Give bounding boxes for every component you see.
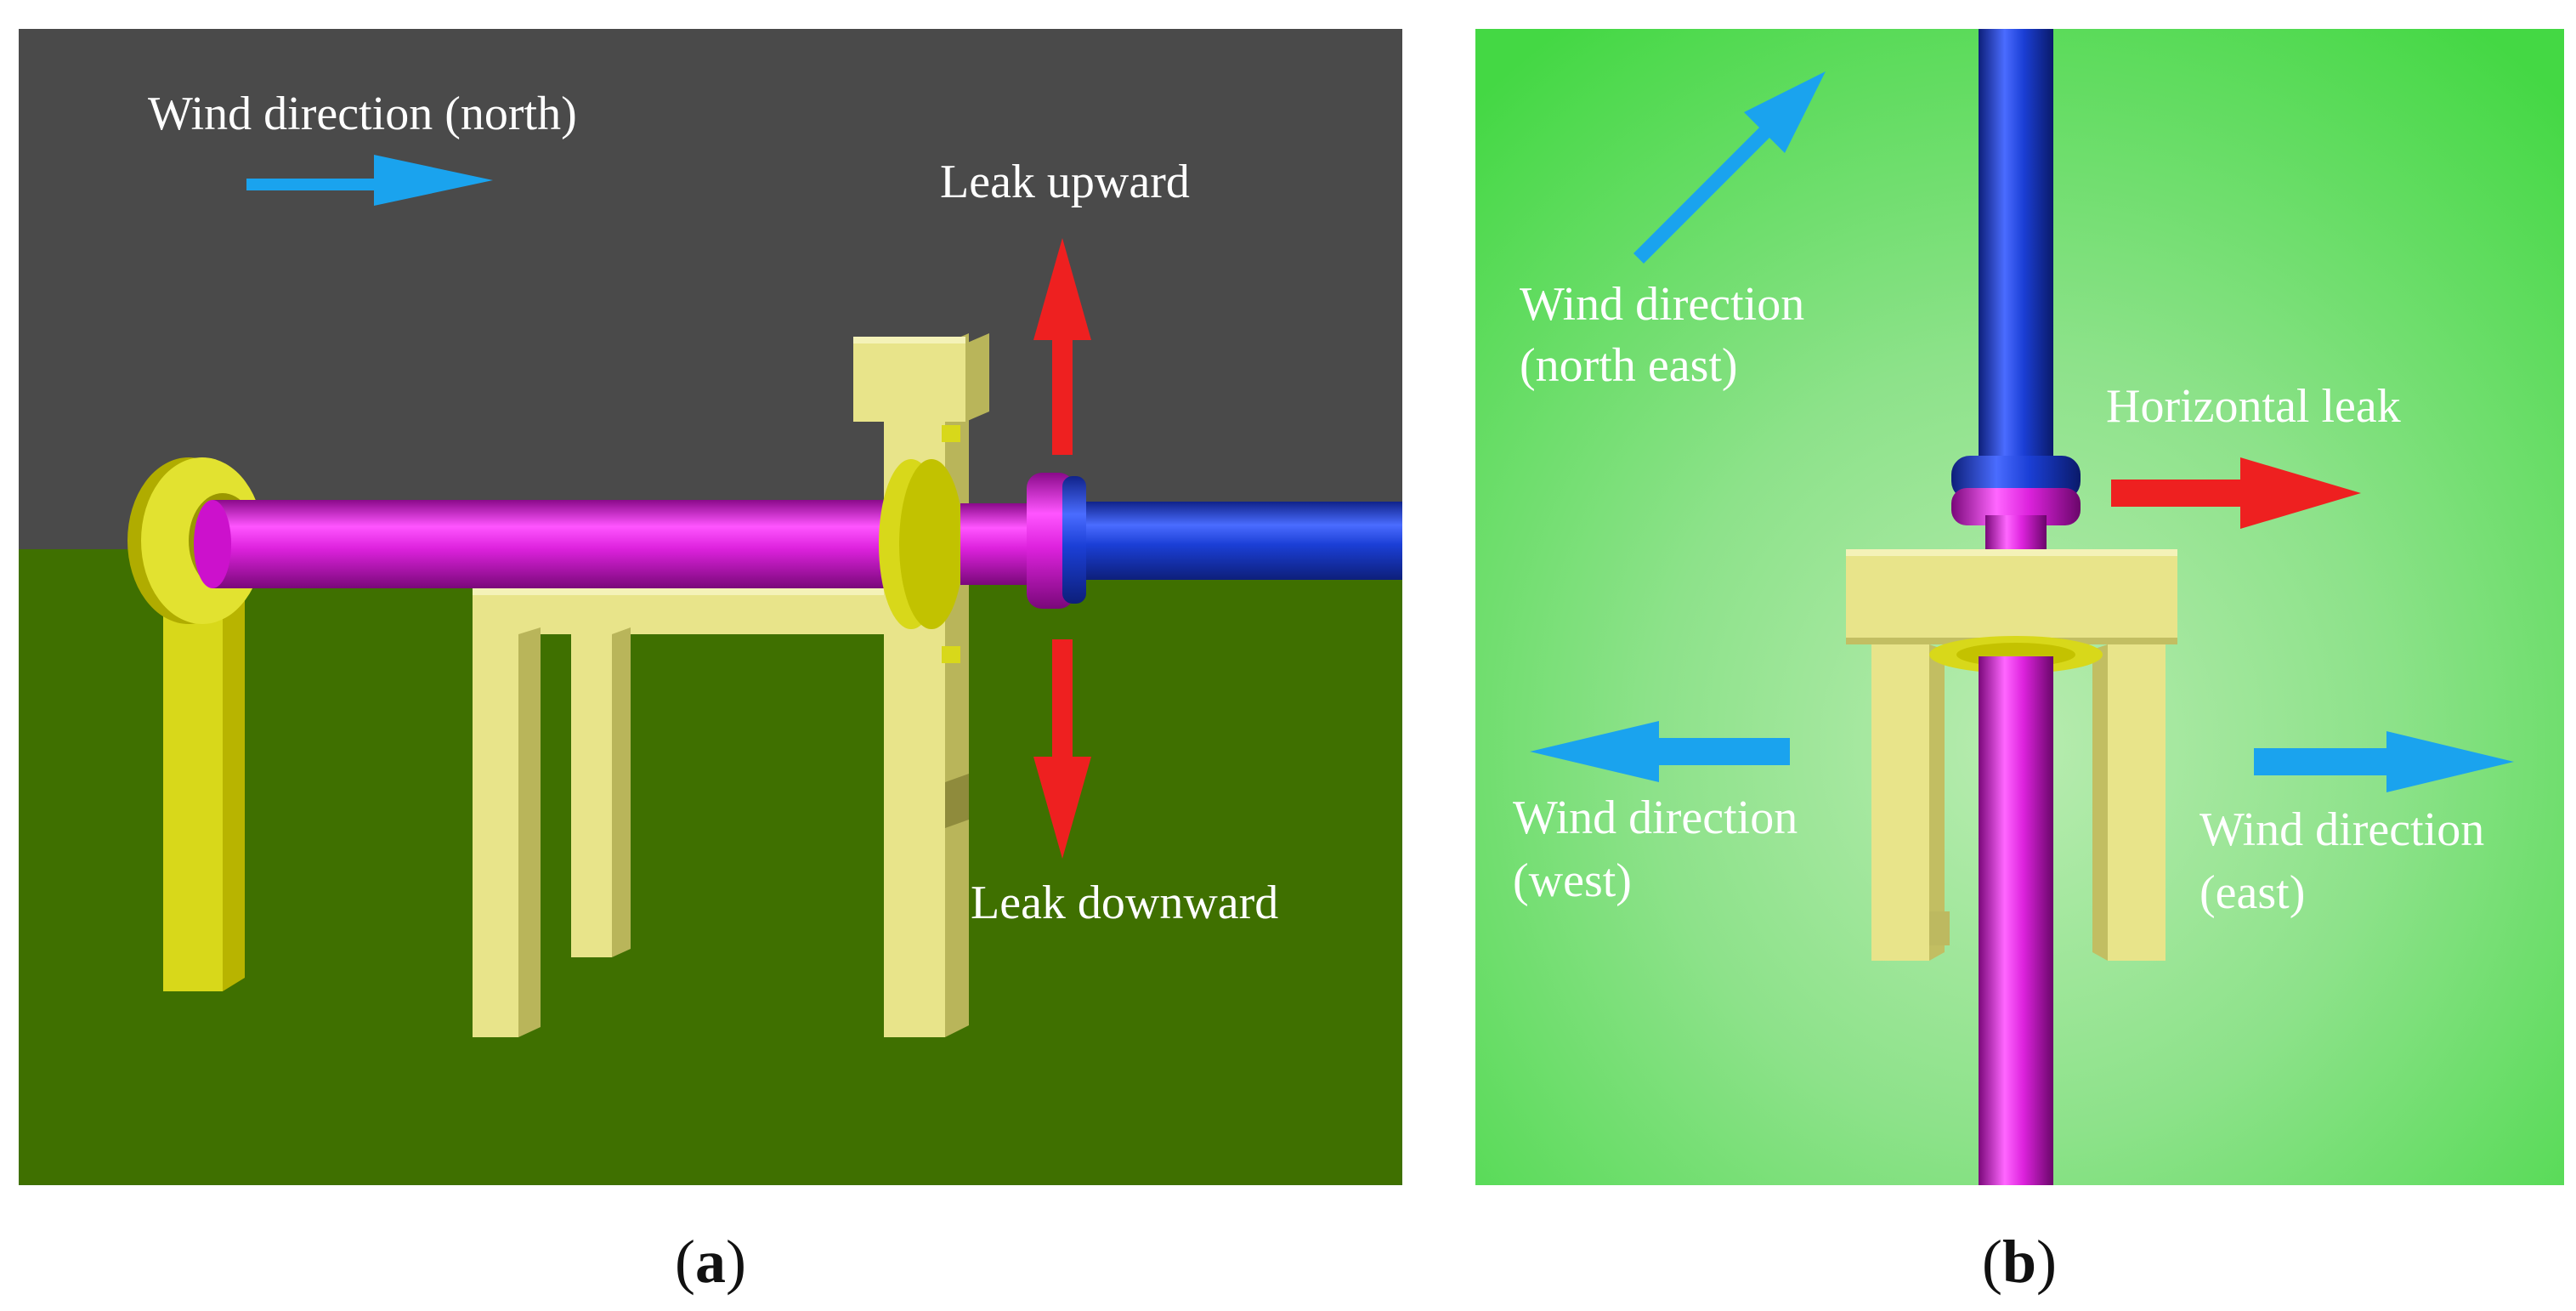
right-support [853, 333, 989, 1037]
label-wind-ne-1: Wind direction [1520, 278, 1804, 331]
panel-a: Wind direction (north) Leak upward Leak … [19, 29, 1402, 1185]
panel-a-ground [19, 549, 1402, 1185]
wind-arrow-north [246, 155, 493, 206]
panel-b: Wind direction (north east) Horizontal l… [1475, 29, 2564, 1185]
wind-arrow-north-east [1633, 71, 1826, 264]
wind-arrow-east [2254, 731, 2514, 792]
label-wind-north: Wind direction (north) [148, 88, 577, 140]
label-leak-down: Leak downward [971, 877, 1278, 929]
magenta-stub-a [960, 503, 1028, 585]
label-wind-west-2: (west) [1513, 854, 1632, 907]
caption-a-letter: a [695, 1228, 726, 1296]
label-wind-west-1: Wind direction [1513, 792, 1798, 844]
blue-pipe-b [1979, 29, 2053, 471]
leak-down-arrow [1033, 639, 1091, 859]
wind-arrow-west [1530, 721, 1790, 782]
coupling-ring-b [1951, 456, 2081, 525]
label-wind-east-2: (east) [2200, 866, 2305, 919]
label-wind-east-1: Wind direction [2200, 803, 2484, 856]
coupling-ring-a [1027, 473, 1086, 609]
caption-b-letter: b [2002, 1228, 2036, 1296]
label-leak-up: Leak upward [940, 156, 1190, 208]
caption-a: (a) [675, 1228, 746, 1296]
support-b [1846, 549, 2177, 961]
label-wind-ne-2: (north east) [1520, 339, 1738, 392]
caption-b: (b) [1982, 1228, 2057, 1296]
magenta-pipe-b [1979, 656, 2053, 1185]
magenta-stub-b [1985, 515, 2047, 551]
label-horizontal-leak: Horizontal leak [2106, 380, 2401, 433]
magenta-pipe-a [194, 500, 884, 588]
middle-support [473, 588, 892, 1037]
horizontal-leak-arrow [2111, 457, 2361, 529]
blue-pipe-a [1071, 502, 1402, 580]
panel-a-sky [19, 29, 1402, 549]
leak-up-arrow [1033, 238, 1091, 455]
